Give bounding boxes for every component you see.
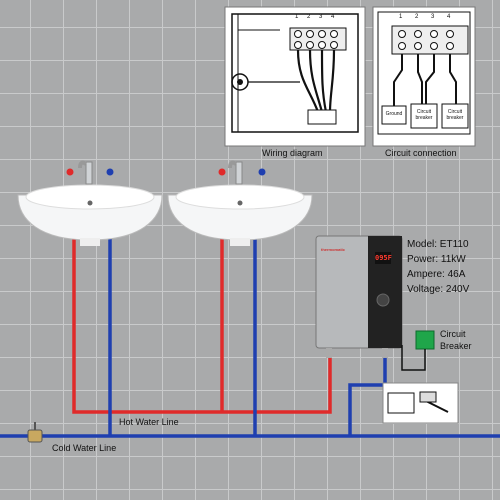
shutoff-valve	[27, 422, 43, 443]
circuit-connection-caption: Circuit connection	[385, 148, 457, 158]
wiring-terminal-4: 4	[331, 14, 335, 20]
cold-water-pipes	[0, 228, 500, 438]
breaker-detail-panel	[382, 382, 459, 424]
heater-display: 095F	[375, 252, 392, 264]
circuit-breaker-box-label-1: Circuit breaker	[415, 109, 433, 121]
wiring-terminal-2: 2	[307, 14, 311, 20]
hot-water-line-label: Hot Water Line	[119, 417, 179, 427]
spec-ampere: Ampere: 46A	[407, 269, 466, 280]
spec-voltage: Voltage: 240V	[407, 284, 470, 295]
spec-power: Power: 11kW	[407, 254, 466, 265]
heater-brand: thermomatic	[321, 247, 346, 252]
circuit-breaker-box-label-2: Circuit breaker	[446, 109, 464, 121]
breaker-label-line1: Circuit	[440, 329, 466, 339]
spec-model: Model: ET110	[407, 239, 469, 250]
wiring-diagram-caption: Wiring diagram	[262, 148, 323, 158]
cold-water-line-label: Cold Water Line	[52, 443, 117, 453]
circuit-terminal-1: 1	[399, 14, 403, 20]
ground-box-label: Ground	[385, 111, 403, 117]
sink-left	[17, 160, 163, 246]
wiring-diagram-panel	[224, 6, 366, 147]
sink-right	[167, 160, 313, 246]
breaker-box	[401, 330, 435, 371]
hot-water-pipes	[72, 228, 332, 414]
circuit-terminal-3: 3	[431, 14, 435, 20]
circuit-terminal-4: 4	[447, 14, 451, 20]
breaker-label-line2: Breaker	[440, 341, 472, 351]
circuit-connection-panel	[372, 6, 476, 147]
wiring-terminal-1: 1	[295, 14, 299, 20]
circuit-terminal-2: 2	[415, 14, 419, 20]
wiring-terminal-3: 3	[319, 14, 323, 20]
